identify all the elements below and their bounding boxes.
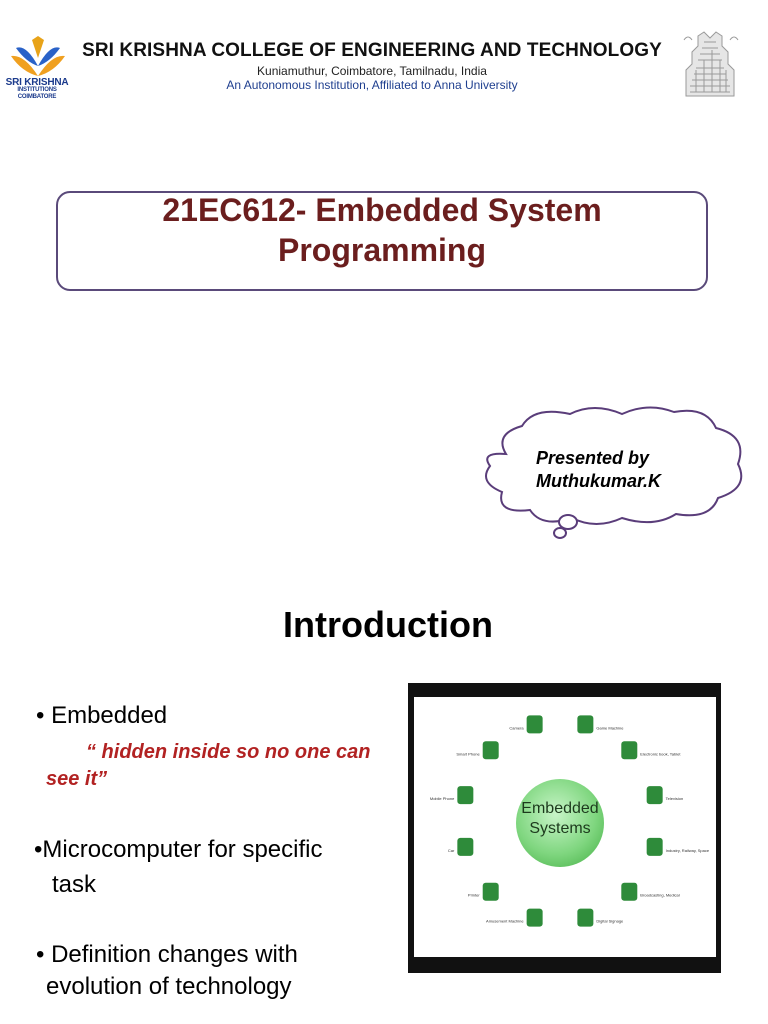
diagram-item-label: Television [666, 796, 684, 801]
diagram-item: Television [646, 786, 684, 805]
device-icon [457, 786, 474, 805]
diagram-item: Industry, Railway, Space [646, 837, 710, 856]
bullet-microcomputer-line1: •Microcomputer for specific [34, 836, 323, 863]
device-icon [526, 908, 543, 927]
diagram-item-label: Printer [468, 893, 480, 898]
bullet-definition: • Definition changes with evolution of t… [36, 939, 366, 1003]
device-icon [457, 837, 474, 856]
device-icon [621, 882, 638, 901]
diagram-item-label: Industry, Railway, Space [666, 848, 710, 853]
device-icon [646, 786, 663, 805]
diagram-item: Camera [509, 715, 543, 734]
device-icon [526, 715, 543, 734]
device-icon [577, 908, 594, 927]
diagram-item-label: Smart Phone [456, 751, 480, 756]
diagram-item: Game Machine [577, 715, 624, 734]
quote-line2: see it” [46, 768, 108, 790]
diagram-item: Electronic book, Tablet [621, 741, 681, 760]
diagram-item: Amusement Machine [486, 908, 543, 927]
diagram-item: Mobile Phone [430, 786, 474, 805]
diagram-item-label: Car [448, 848, 455, 853]
diagram-center-line1: Embedded [521, 800, 598, 817]
presenter-label: Presented by [536, 448, 650, 468]
diagram-item-label: Digital Signage [596, 919, 624, 924]
quote-line1: “ hidden inside so no one can [86, 741, 371, 763]
device-icon [482, 882, 499, 901]
thought-cloud-callout [485, 406, 743, 539]
logo-text-line3: COIMBATORE [17, 94, 57, 100]
college-address: Kuniamuthur, Coimbatore, Tamilnadu, Indi… [257, 64, 487, 78]
course-title-line2: Programming [277, 232, 487, 268]
presenter-text: Presented by Muthukumar.K [536, 447, 716, 493]
embedded-systems-circle [516, 779, 604, 867]
presenter-name: Muthukumar.K [536, 471, 662, 491]
college-name: SRI KRISHNA COLLEGE OF ENGINEERING AND T… [82, 40, 662, 61]
course-title: 21EC612- Embedded System Programming [56, 190, 708, 270]
diagram-item: Car [448, 837, 474, 856]
title-box [56, 191, 708, 291]
college-logo [11, 36, 65, 76]
logo-caption: SRI KRISHNA INSTITUTIONS COIMBATORE [4, 78, 70, 101]
bullet-microcomputer-line2: task [52, 871, 97, 898]
logo-text-line2: INSTITUTIONS [17, 87, 57, 93]
section-heading: Introduction [283, 604, 493, 645]
diagram-item-label: Amusement Machine [486, 919, 524, 924]
diagram-item: Printer [468, 882, 499, 901]
bullet-definition-line2: evolution of technology [46, 973, 292, 1000]
logo-text-line1: SRI KRISHNA [5, 77, 69, 88]
diagram-item-label: Broadcasting, Medical [640, 893, 679, 898]
device-icon [621, 741, 638, 760]
embedded-quote: “ hidden inside so no one can see it” [46, 739, 406, 793]
diagram-item-label: Game Machine [596, 725, 624, 730]
diagram-item-label: Electronic book, Tablet [640, 751, 681, 756]
embedded-systems-diagram: Embedded Systems Game MachineElectronic … [430, 715, 710, 927]
course-title-line1: 21EC612- Embedded System [162, 192, 602, 228]
diagram-item-label: Mobile Phone [430, 796, 455, 801]
diagram-center-line2: Systems [529, 820, 590, 837]
device-icon [646, 837, 663, 856]
device-icon [482, 741, 499, 760]
bullet-embedded: • Embedded [36, 702, 168, 729]
temple-gopuram-icon [683, 31, 739, 97]
bullet-microcomputer: •Microcomputer for specific task [34, 832, 374, 902]
device-icon [577, 715, 594, 734]
college-affiliation: An Autonomous Institution, Affiliated to… [226, 78, 518, 92]
diagram-item: Digital Signage [577, 908, 624, 927]
diagram-item: Broadcasting, Medical [621, 882, 680, 901]
diagram-item-label: Camera [509, 725, 524, 730]
diagram-item: Smart Phone [456, 741, 499, 760]
bullet-definition-line1: • Definition changes with [36, 941, 298, 968]
